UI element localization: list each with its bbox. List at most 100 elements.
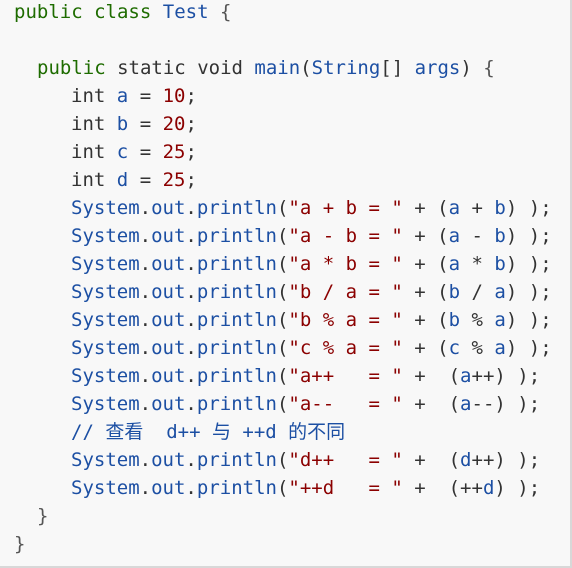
code-line: int c = 25; xyxy=(71,138,197,166)
code-token: a xyxy=(494,309,506,331)
code-token: + xyxy=(414,309,426,331)
code-token: out xyxy=(151,365,186,387)
code-line: System.out.println("c % a = " + (c % a) … xyxy=(71,334,552,362)
code-token: int xyxy=(71,169,106,191)
code-token xyxy=(506,449,517,471)
code-token: + xyxy=(414,337,426,359)
code-token: [] xyxy=(380,57,404,79)
code-token xyxy=(460,309,471,331)
code-token: void xyxy=(197,57,243,79)
code-token: ); xyxy=(528,225,552,247)
code-token: ( xyxy=(276,309,289,331)
code-token: + xyxy=(414,393,426,415)
code-token: class xyxy=(94,1,152,23)
code-token: "a + b = " xyxy=(288,197,403,219)
code-token: System xyxy=(71,477,140,499)
code-token: . xyxy=(139,393,152,415)
code-token: ( xyxy=(448,393,461,415)
code-token: args xyxy=(414,57,461,79)
code-token: { xyxy=(219,1,232,23)
code-token: b xyxy=(494,253,506,275)
code-token: ) xyxy=(505,253,518,275)
code-token: ( xyxy=(437,281,449,303)
code-line: public class Test { xyxy=(14,0,231,26)
code-token: println xyxy=(196,309,277,331)
code-token: System xyxy=(71,449,140,471)
code-token: println xyxy=(196,365,277,387)
code-line: int a = 10; xyxy=(71,82,197,110)
code-token: . xyxy=(185,197,197,219)
code-token: ) xyxy=(494,393,506,415)
code-token: b xyxy=(448,281,461,303)
code-token: * xyxy=(471,253,483,275)
code-token: 25 xyxy=(162,169,186,191)
code-token: static xyxy=(117,57,186,79)
code-token: ) xyxy=(505,309,518,331)
code-token: ( xyxy=(276,365,289,387)
code-token xyxy=(517,337,528,359)
code-token: System xyxy=(71,281,140,303)
code-token: ( xyxy=(448,449,461,471)
code-token xyxy=(426,365,449,387)
code-token: ) xyxy=(494,449,506,471)
code-token: . xyxy=(139,253,152,275)
code-token: println xyxy=(196,197,277,219)
code-token: ( xyxy=(276,197,289,219)
code-token: . xyxy=(139,337,152,359)
code-token: // 查看 d++ 与 ++d 的不同 xyxy=(71,421,346,443)
code-token xyxy=(460,197,471,219)
code-token: public xyxy=(37,57,106,79)
code-token: out xyxy=(151,449,186,471)
code-token: . xyxy=(185,253,197,275)
code-token: System xyxy=(71,365,140,387)
code-token xyxy=(128,85,139,107)
code-token: + xyxy=(414,197,426,219)
code-token xyxy=(106,57,117,79)
code-token: System xyxy=(71,337,140,359)
code-token xyxy=(517,309,528,331)
code-token xyxy=(105,169,116,191)
code-token: ); xyxy=(517,477,541,499)
code-token: ; xyxy=(185,85,197,107)
code-token: + xyxy=(414,253,426,275)
code-token xyxy=(506,477,517,499)
code-token: ; xyxy=(185,141,197,163)
code-token: "a - b = " xyxy=(288,225,403,247)
code-token: out xyxy=(151,309,186,331)
code-token: ); xyxy=(528,309,552,331)
code-token: "a * b = " xyxy=(288,253,403,275)
code-token xyxy=(105,85,116,107)
code-token: ( xyxy=(276,477,289,499)
code-token: ; xyxy=(185,113,197,135)
code-token: int xyxy=(71,141,106,163)
code-token: "++d = " xyxy=(288,477,403,499)
code-token: main xyxy=(254,57,301,79)
code-token: . xyxy=(185,449,197,471)
code-token xyxy=(128,169,139,191)
code-token: = xyxy=(139,169,152,191)
code-token: System xyxy=(71,253,140,275)
code-token xyxy=(403,225,414,247)
code-token xyxy=(128,113,139,135)
code-token xyxy=(506,365,517,387)
code-token: ( xyxy=(276,225,289,247)
code-token: System xyxy=(71,393,140,415)
code-token: a xyxy=(448,225,461,247)
code-token: ; xyxy=(185,169,197,191)
code-token: println xyxy=(196,225,277,247)
code-token xyxy=(83,1,94,23)
code-token: . xyxy=(185,337,197,359)
code-token xyxy=(426,197,437,219)
code-token xyxy=(506,393,517,415)
code-token: . xyxy=(185,225,197,247)
code-token: ( xyxy=(276,393,289,415)
code-token xyxy=(403,253,414,275)
code-token xyxy=(460,253,471,275)
code-token: out xyxy=(151,225,186,247)
code-token xyxy=(403,365,414,387)
code-token xyxy=(460,337,471,359)
code-token xyxy=(460,281,471,303)
code-token: a xyxy=(460,365,472,387)
code-token: out xyxy=(151,281,186,303)
code-token: % xyxy=(471,337,483,359)
